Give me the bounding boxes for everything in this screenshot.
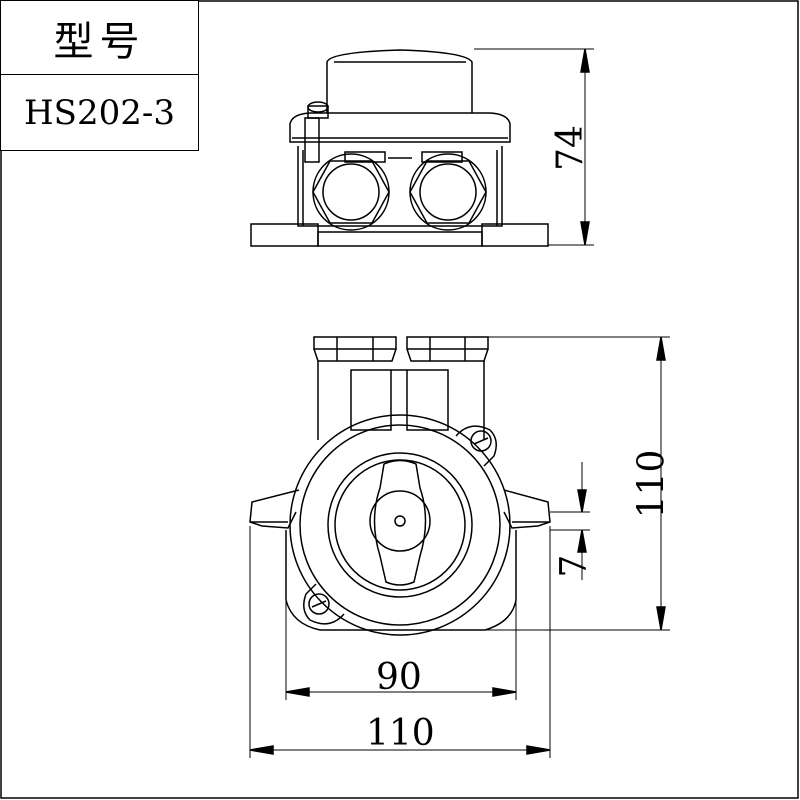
front-gland-right [407,337,488,361]
front-inner-ring [328,453,472,597]
front-screw-top [456,426,496,466]
side-base-right-foot [482,224,548,246]
front-screw-bottom [304,584,344,624]
dim-90-label: 90 [376,657,422,698]
front-knob-hub [370,491,430,551]
side-base-center [318,232,482,246]
dim-74-label: 74 [549,125,591,171]
side-gland-right [410,152,486,230]
side-body [298,146,502,226]
dim-110-vertical-label: 110 [631,449,673,519]
front-knob-handle [375,461,426,586]
front-view [250,337,670,758]
side-base-left-foot [251,224,318,246]
front-outer-ring [290,415,510,635]
model-code: HS202-3 [0,74,199,151]
dim-7-label: 7 [553,554,595,578]
side-top-dome [327,50,472,113]
side-cover-flange [290,113,510,142]
side-gland-left [313,152,389,230]
front-gland-left [314,337,396,361]
side-view [251,49,594,246]
dim-110-horizontal-label: 110 [366,713,435,754]
model-label: 型号 [0,0,199,76]
